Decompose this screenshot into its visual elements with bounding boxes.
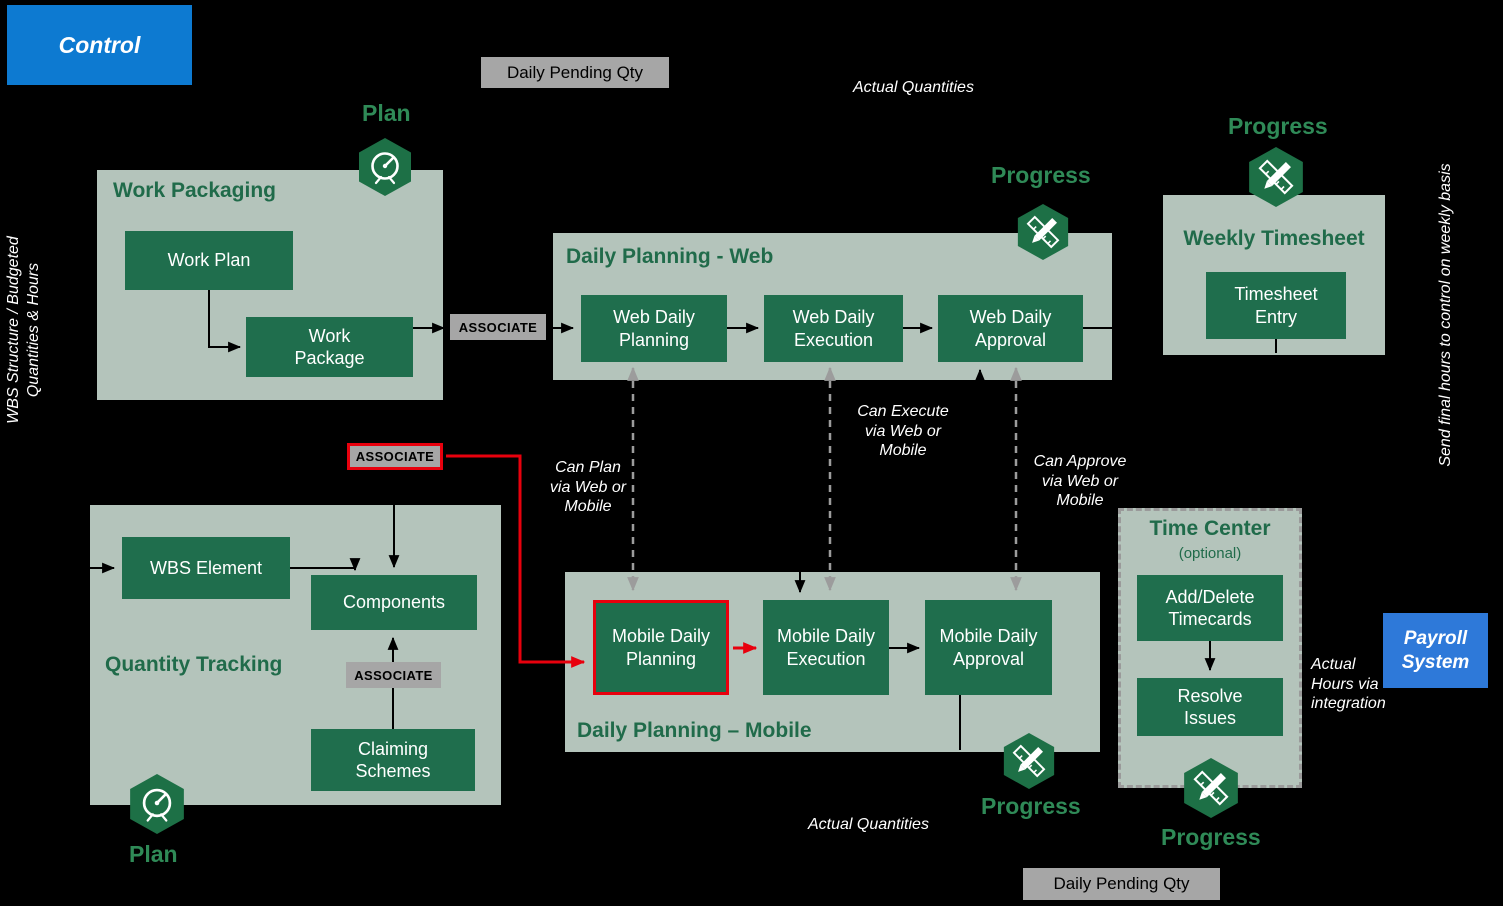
mobile-daily-approval-node: Mobile Daily Approval [925,600,1052,695]
can-execute-note: Can Execute via Web or Mobile [857,403,949,460]
progress-badge-time-center: Progress [1161,824,1261,850]
web-daily-execution-node: Web Daily Execution [764,295,903,362]
web-daily-approval-node: Web Daily Approval [938,295,1083,362]
payroll-system-box: Payroll System [1383,613,1488,688]
progress-badge-web: Progress [991,162,1091,188]
progress-icon [1245,146,1307,209]
quantity-tracking-title: Quantity Tracking [105,653,283,676]
associate-label-highlighted: ASSOCIATE [347,443,443,470]
associate-label-work-package: ASSOCIATE [450,314,546,340]
plan-icon [126,772,188,836]
daily-planning-mobile-title: Daily Planning – Mobile [577,719,812,742]
plan-icon [355,136,415,198]
progress-badge-mobile: Progress [981,793,1081,819]
web-daily-planning-node: Web Daily Planning [581,295,727,362]
daily-pending-qty-label-top: Daily Pending Qty [481,57,669,88]
control-system-box: Control [7,5,192,85]
add-delete-timecards-node: Add/Delete Timecards [1137,575,1283,641]
time-center-title: Time Center [1149,517,1271,540]
mobile-daily-planning-node: Mobile Daily Planning [593,600,729,695]
progress-badge-timesheet: Progress [1228,113,1328,139]
wbs-element-node: WBS Element [122,537,290,599]
timesheet-entry-node: Timesheet Entry [1206,272,1346,339]
can-plan-note: Can Plan via Web or Mobile [549,459,627,516]
daily-pending-qty-label-bottom: Daily Pending Qty [1023,868,1220,900]
actual-quantities-note-bottom: Actual Quantities [808,816,929,833]
actual-hours-note: Actual Hours via integration [1311,656,1386,713]
plan-badge-bottom: Plan [129,841,178,867]
progress-icon [1000,732,1058,790]
work-plan-node: Work Plan [125,231,293,290]
progress-icon [1180,756,1242,820]
can-approve-note: Can Approve via Web or Mobile [1033,453,1127,510]
claiming-schemes-node: Claiming Schemes [311,729,475,791]
progress-icon [1014,202,1072,261]
send-final-hours-side-note: Send final hours to control on weekly ba… [1437,163,1454,467]
work-package-node: Work Package [246,317,413,377]
actual-quantities-note-top: Actual Quantities [853,79,974,96]
daily-planning-web-title: Daily Planning - Web [566,245,774,268]
mobile-daily-execution-node: Mobile Daily Execution [763,600,889,695]
components-node: Components [311,575,477,630]
work-packaging-title: Work Packaging [113,179,276,202]
weekly-timesheet-title: Weekly Timesheet [1183,227,1365,250]
wbs-structure-side-note: WBS Structure / Budgeted Quantities & Ho… [5,236,42,424]
time-center-subtitle: (optional) [1178,545,1242,562]
resolve-issues-node: Resolve Issues [1137,678,1283,736]
plan-badge-top: Plan [362,100,411,126]
associate-label-claiming: ASSOCIATE [346,662,441,688]
